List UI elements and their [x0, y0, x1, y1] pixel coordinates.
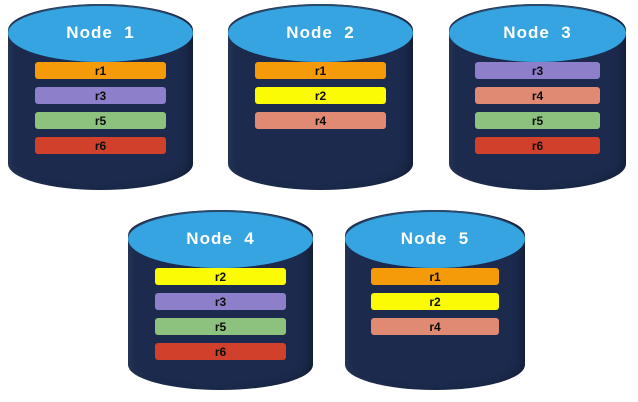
node-4-replica-stack: r2 r3 r5 r6 — [128, 268, 313, 360]
node-1-replica-stack: r1 r3 r5 r6 — [8, 62, 193, 154]
replica-bar[interactable]: r2 — [371, 293, 499, 310]
replica-bar[interactable]: r6 — [34, 137, 167, 154]
replica-bar[interactable]: r5 — [154, 318, 287, 335]
node-1-cylinder-top: Node 1 — [8, 4, 193, 62]
node-2-label: Node 2 — [286, 23, 355, 42]
node-3-cylinder-top: Node 3 — [449, 4, 626, 62]
replica-bar[interactable]: r1 — [34, 62, 167, 79]
node-4-cylinder-top: Node 4 — [128, 210, 313, 268]
replica-bar[interactable]: r5 — [34, 112, 167, 129]
node-1-label: Node 1 — [66, 23, 135, 42]
node-4[interactable]: Node 4 r2 r3 r5 r6 — [128, 210, 313, 390]
replica-bar[interactable]: r3 — [474, 62, 601, 79]
node-3-label: Node 3 — [503, 23, 572, 42]
node-5-replica-stack: r1 r2 r4 — [345, 268, 525, 335]
replica-bar[interactable]: r2 — [254, 87, 387, 104]
node-3[interactable]: Node 3 r3 r4 r5 r6 — [449, 4, 626, 190]
replica-bar[interactable]: r2 — [154, 268, 287, 285]
node-2[interactable]: Node 2 r1 r2 r4 — [228, 4, 413, 190]
node-3-replica-stack: r3 r4 r5 r6 — [449, 62, 626, 154]
replica-bar[interactable]: r6 — [154, 343, 287, 360]
replica-bar[interactable]: r3 — [154, 293, 287, 310]
node-4-label: Node 4 — [186, 229, 255, 248]
replica-bar[interactable]: r6 — [474, 137, 601, 154]
replica-bar[interactable]: r4 — [371, 318, 499, 335]
replica-bar[interactable]: r3 — [34, 87, 167, 104]
node-2-cylinder-top: Node 2 — [228, 4, 413, 62]
replica-bar[interactable]: r1 — [371, 268, 499, 285]
replica-bar[interactable]: r4 — [254, 112, 387, 129]
node-1[interactable]: Node 1 r1 r3 r5 r6 — [8, 4, 193, 190]
node-5-label: Node 5 — [400, 229, 470, 248]
node-5-cylinder-top: Node 5 — [345, 210, 525, 268]
replica-bar[interactable]: r5 — [474, 112, 601, 129]
replica-bar[interactable]: r4 — [474, 87, 601, 104]
node-2-replica-stack: r1 r2 r4 — [228, 62, 413, 129]
node-5[interactable]: Node 5 r1 r2 r4 — [345, 210, 525, 390]
replica-bar[interactable]: r1 — [254, 62, 387, 79]
